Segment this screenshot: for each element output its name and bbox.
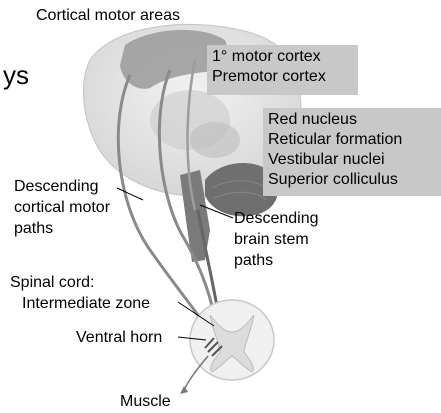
- label-spinal-cord: Spinal cord: Intermediate zone: [10, 272, 150, 314]
- label-spinal-cord-1: Spinal cord:: [10, 272, 150, 293]
- internal-structure-2: [190, 122, 240, 158]
- cortex-box-line-2: Premotor cortex: [212, 67, 353, 87]
- label-ventral-horn: Ventral horn: [76, 328, 162, 347]
- label-spinal-cord-2: Intermediate zone: [10, 293, 150, 314]
- brainstem-box-line-3: Vestibular nuclei: [268, 150, 436, 170]
- leader-cortical-paths: [117, 188, 143, 200]
- label-descending-cortical: Descending cortical motor paths: [14, 176, 110, 239]
- label-muscle: Muscle: [120, 392, 171, 411]
- label-descending-brainstem-3: paths: [234, 250, 319, 271]
- title-partial: ys: [3, 60, 29, 90]
- brainstem-box: Red nucleus Reticular formation Vestibul…: [263, 108, 441, 196]
- label-cortical-motor-areas: Cortical motor areas: [36, 6, 180, 25]
- label-descending-cortical-3: paths: [14, 218, 110, 239]
- brainstem-box-line-4: Superior colliculus: [268, 170, 436, 190]
- label-descending-cortical-2: cortical motor: [14, 197, 110, 218]
- label-descending-brainstem: Descending brain stem paths: [234, 208, 319, 271]
- cortex-box: 1° motor cortex Premotor cortex: [207, 45, 358, 95]
- label-descending-brainstem-1: Descending: [234, 208, 319, 229]
- cortex-box-line-1: 1° motor cortex: [212, 47, 353, 67]
- label-descending-brainstem-2: brain stem: [234, 229, 319, 250]
- label-descending-cortical-1: Descending: [14, 176, 110, 197]
- brainstem-box-line-2: Reticular formation: [268, 130, 436, 150]
- brainstem-box-line-1: Red nucleus: [268, 110, 436, 130]
